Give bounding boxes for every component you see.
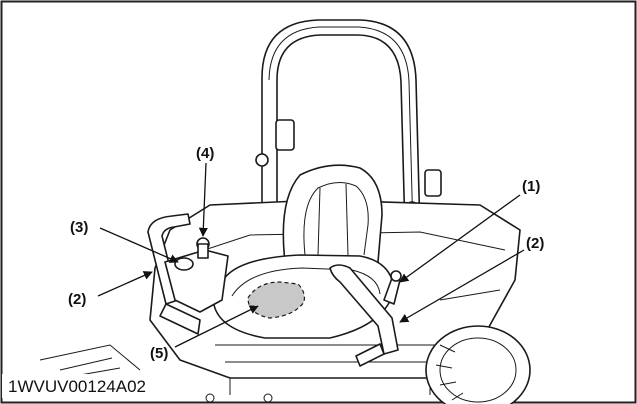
callout-2-left-pointer (97, 271, 153, 297)
callout-1-label: (1) (522, 178, 540, 195)
left-console (164, 237, 229, 313)
left-steering-lever (147, 213, 201, 335)
roll-bar-hinge-left (275, 119, 295, 151)
callout-4-label: (4) (196, 145, 214, 162)
figure-code-bg (2, 374, 192, 398)
roll-bar-knob-left (255, 153, 269, 167)
right-steering-lever (329, 264, 399, 367)
callout-5-pointer (174, 305, 259, 348)
callout-5-label: (5) (150, 345, 168, 362)
callout-2-right-label: (2) (526, 235, 544, 252)
seat-sensor-zone (247, 281, 305, 319)
rear-wheel (425, 325, 531, 404)
callout-4-pointer (198, 162, 208, 237)
figure-code: 1WVUV00124A02 (8, 377, 146, 396)
seat-back (282, 164, 383, 263)
callout-2-left-label: (2) (68, 291, 86, 308)
callout-1-pointer (399, 194, 521, 283)
throttle-stem (197, 243, 209, 259)
callout-2-right-pointer (399, 249, 525, 323)
callout-3-pointer (99, 227, 179, 263)
callout-3-label: (3) (70, 219, 88, 236)
roll-bar-hinge-right (424, 169, 442, 197)
ignition-key (174, 257, 194, 271)
